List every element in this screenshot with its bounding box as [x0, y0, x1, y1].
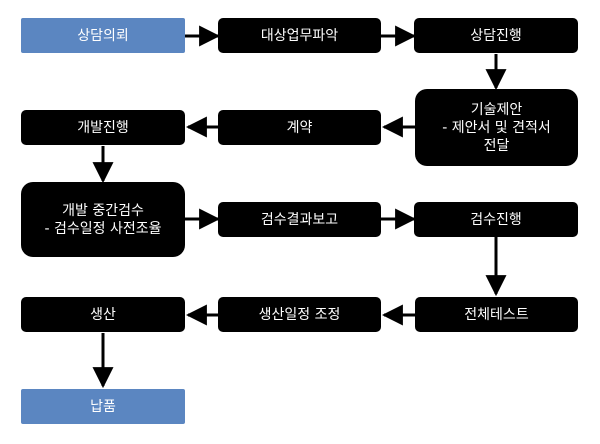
node-label: 검수진행 [470, 211, 522, 228]
node-label: 상담의뢰 [77, 27, 129, 44]
node-inspection-report: 검수결과보고 [218, 202, 381, 237]
node-business-analysis: 대상업무파악 [218, 18, 381, 53]
node-consultation: 상담진행 [414, 18, 578, 53]
node-development: 개발진행 [21, 110, 185, 145]
node-label: 생산 [90, 306, 116, 323]
node-label: 계약 [286, 119, 313, 136]
node-label: 개발 중간검수 - 검수일정 사전조율 [44, 202, 162, 237]
node-inspection: 검수진행 [414, 202, 578, 237]
node-label: 검수결과보고 [260, 211, 339, 228]
node-consult-request: 상담의뢰 [21, 18, 185, 53]
node-label: 기술제안 - 제안서 및 견적서 전달 [442, 101, 551, 154]
node-label: 납품 [90, 398, 116, 415]
node-full-test: 전체테스트 [415, 297, 578, 332]
node-label: 생산일정 조정 [258, 306, 341, 323]
node-production: 생산 [21, 297, 185, 332]
node-label: 상담진행 [470, 27, 522, 44]
node-label: 대상업무파악 [260, 27, 339, 44]
node-label: 전체테스트 [464, 306, 529, 323]
node-contract: 계약 [218, 110, 381, 145]
node-label: 개발진행 [77, 119, 129, 136]
node-technical-proposal: 기술제안 - 제안서 및 견적서 전달 [415, 89, 578, 166]
node-interim-inspection: 개발 중간검수 - 검수일정 사전조율 [21, 182, 185, 257]
node-delivery: 납품 [21, 389, 185, 424]
node-production-schedule: 생산일정 조정 [218, 297, 381, 332]
